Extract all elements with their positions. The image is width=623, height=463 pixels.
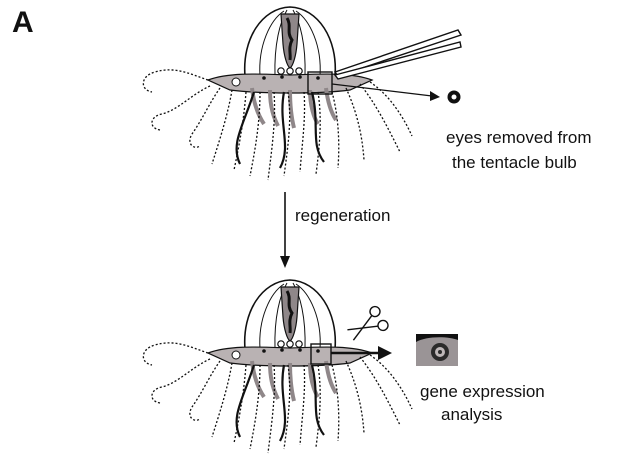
regeneration-label: regeneration — [295, 206, 390, 226]
eyes-removed-label-line2: the tentacle bulb — [452, 153, 577, 173]
eyes-removed-label-line1: eyes removed from — [446, 128, 592, 148]
jellyfish-top — [143, 7, 412, 180]
jellyfish-bottom — [143, 280, 412, 453]
eye-closeup-icon — [416, 334, 458, 366]
scissors-icon — [344, 305, 390, 347]
forceps-icon — [335, 30, 461, 79]
eye-dot-icon — [448, 91, 461, 104]
gene-expression-label-line1: gene expression — [420, 382, 545, 402]
panel-label: A — [12, 6, 34, 40]
regeneration-arrow — [280, 192, 290, 268]
gene-expression-label-line2: analysis — [441, 405, 502, 425]
